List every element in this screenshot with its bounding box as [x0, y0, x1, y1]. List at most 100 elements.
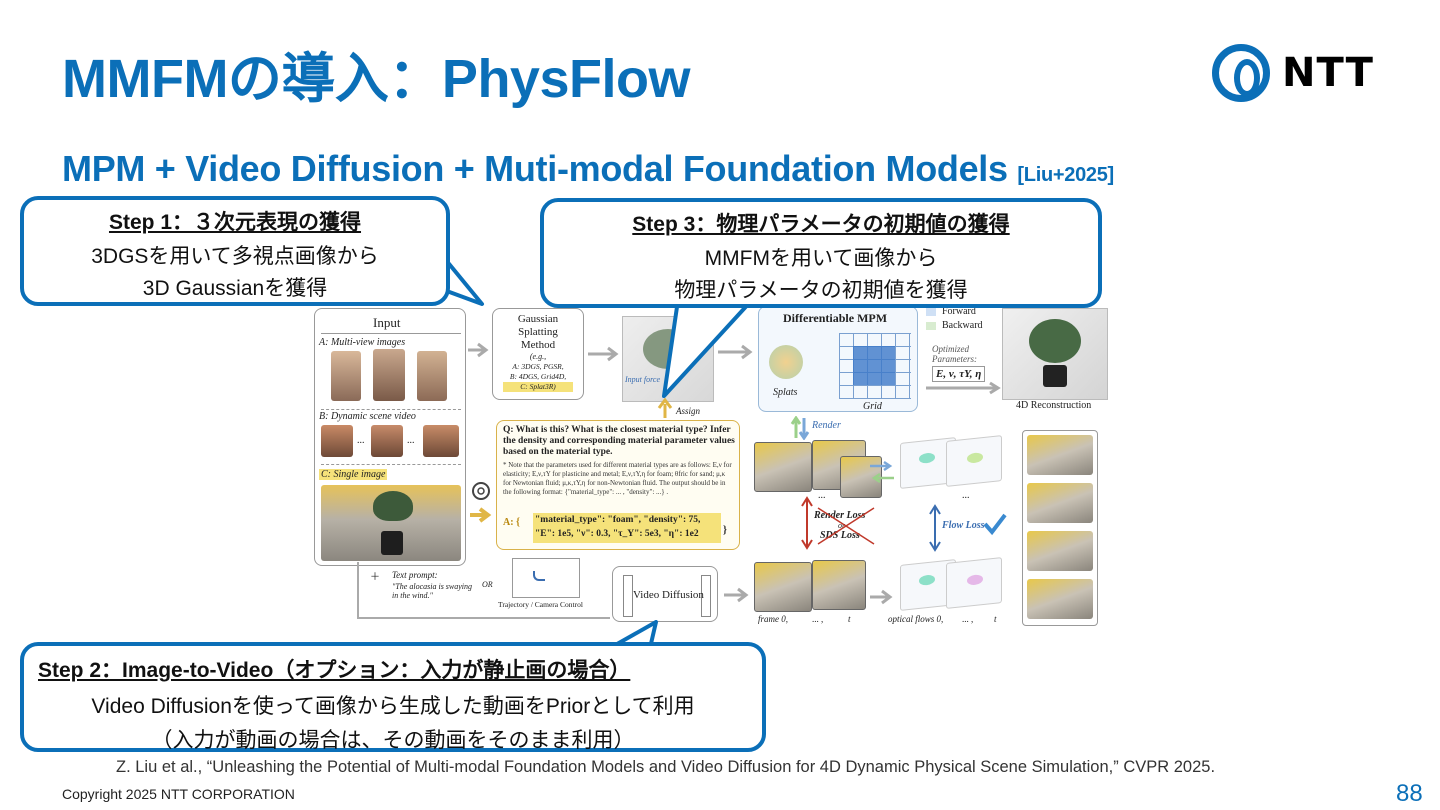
flow-loss-arrow [929, 504, 941, 552]
differentiable-mpm-box: Differentiable MPM Splats Grid [758, 306, 918, 412]
step3-callout-tail [662, 298, 754, 398]
loss-cross-icon [817, 507, 875, 545]
legend-forward: Forward [942, 306, 976, 317]
mmfm-model-icon [472, 482, 490, 500]
gs-option-a: A: 3DGS, PGSR, [512, 362, 564, 371]
flow-dots: ... , [962, 614, 974, 624]
slide-subtitle: MPM + Video Diffusion + Muti-modal Found… [62, 148, 1114, 190]
mmfm-question: Q: What is this? What is the closest mat… [503, 425, 735, 457]
multi-view-photo-2 [373, 349, 405, 401]
mmfm-qa-box: Q: What is this? What is the closest mat… [496, 420, 740, 550]
mpm-title: Differentiable MPM [783, 311, 888, 325]
physflow-figure: Input A: Multi-view images B: Dynamic sc… [312, 300, 1130, 630]
answer-line-1: "material_type": "foam", "density": 75, [535, 515, 701, 525]
text-prompt-label: Text prompt: [392, 570, 438, 580]
sds-loss-label: SDS Loss [820, 530, 860, 541]
render-arrows [790, 416, 810, 440]
step2-callout-tail [609, 620, 658, 650]
subtitle-reference: [Liu+2025] [1017, 164, 1114, 186]
video-dots-2: ... [407, 435, 415, 446]
video-diffusion-box: Video Diffusion [612, 566, 718, 622]
dynamic-video-label: B: Dynamic scene video [319, 411, 416, 422]
legend-backward: Backward [942, 320, 983, 331]
video-dots-1: ... [357, 435, 365, 446]
arrow-assign [657, 398, 673, 418]
step1-callout: Step 1：３次元表現の獲得 3DGSを用いて多視点画像から 3D Gauss… [20, 196, 450, 306]
input-panel: Input A: Multi-view images B: Dynamic sc… [314, 308, 466, 566]
vd-frame-1 [754, 562, 812, 612]
video-frame-1 [321, 425, 353, 457]
step2-line-2: （入力が動画の場合は、その動画をそのまま利用） [151, 729, 635, 752]
render-loss-arrow [801, 496, 813, 550]
subtitle-text: MPM + Video Diffusion + Muti-modal Found… [62, 148, 1008, 189]
step1-heading: Step 1：３次元表現の獲得 [108, 211, 362, 234]
assign-label: Assign [676, 406, 701, 416]
splats-label: Splats [773, 387, 798, 398]
video-frame-2 [371, 425, 403, 457]
arrow-input-to-gs [468, 342, 489, 358]
page-number: 88 [1396, 780, 1423, 807]
citation: Z. Liu et al., “Unleashing the Potential… [116, 758, 1216, 776]
trajectory-label: Trajectory / Camera Control [498, 600, 583, 609]
single-image-photo [321, 485, 461, 561]
flow-t: t [994, 614, 997, 624]
ntt-logo-text: NTT [1282, 50, 1374, 96]
copyright: Copyright 2025 NTT CORPORATION [62, 786, 295, 802]
answer-label: A: { [503, 517, 520, 528]
arrow-vd-to-frames [724, 587, 749, 603]
trajectory-box [512, 558, 580, 598]
vd-frame-2 [812, 560, 866, 610]
gs-title-2: Splatting [518, 326, 558, 338]
ntt-logo: NTT [1212, 44, 1374, 104]
step3-line-2: 物理パラメータの初期値を獲得 [674, 279, 968, 302]
arrow-gs-to-splats [588, 346, 619, 362]
render-label: Render [812, 420, 841, 431]
arrow-to-reconstruction [926, 381, 1001, 395]
output-frames-column [1022, 430, 1098, 626]
single-image-label: C: Single image [319, 469, 388, 480]
flow-arrows-top [870, 460, 894, 484]
gaussian-splatting-box: Gaussian Splatting Method (e.g., A: 3DGS… [492, 308, 584, 400]
input-force-label: Input force [625, 375, 661, 384]
optimized-params-label: Optimized Parameters: [932, 344, 977, 364]
flow-loss-label: Flow Loss [942, 520, 985, 531]
or-label: OR [482, 580, 493, 589]
mmfm-note: * Note that the parameters used for diff… [503, 461, 732, 496]
gs-option-c: C: Splat3R) [503, 382, 573, 392]
reconstruction-label: 4D Reconstruction [1016, 400, 1092, 411]
input-title: Input [373, 315, 401, 330]
step3-line-1: MMFMを用いて画像から [704, 247, 938, 270]
frame-label: frame 0, [758, 614, 788, 624]
flow-dots-top: ... [962, 490, 970, 501]
frame-dots: ... , [812, 614, 824, 624]
ntt-logo-icon [1212, 44, 1270, 102]
video-diffusion-label: Video Diffusion [633, 589, 704, 601]
gs-title-3: Method [520, 339, 556, 351]
prompt-text: "The alocasia is swaying in the wind." [392, 582, 473, 600]
gs-eg: (e.g., [529, 352, 547, 361]
step2-line-1: Video Diffusionを使って画像から生成した動画をPriorとして利用 [91, 695, 695, 718]
plus-icon: ＋ [370, 572, 380, 583]
answer-line-2: "E": 1e5, "ν": 0.3, "τ_Y": 5e3, "η": 1e2 [535, 529, 699, 539]
slide-title: MMFMの導入：PhysFlow [62, 49, 690, 109]
step2-callout: Step 2：Image-to-Video（オプション：入力が静止画の場合） V… [20, 642, 766, 752]
flow-label: optical flows 0, [888, 614, 944, 624]
arrow-frames-to-flows [870, 589, 893, 605]
render-loss-or: or [838, 521, 846, 530]
multi-view-label: A: Multi-view images [319, 337, 406, 348]
video-frame-3 [423, 425, 459, 457]
reconstruction-view [1002, 308, 1108, 400]
gs-title-1: Gaussian [517, 313, 559, 325]
gs-option-b: B: 4DGS, Grid4D, [509, 372, 567, 381]
rendered-dots: ... [818, 490, 826, 501]
flow-rendered-2 [946, 435, 1002, 487]
params-value: E, ν, τY, η [932, 366, 986, 382]
render-loss-label: Render Loss [814, 510, 866, 521]
multi-view-photo-3 [417, 351, 447, 401]
step3-heading: Step 3：物理パラメータの初期値の獲得 [632, 213, 1010, 236]
multi-view-photo-1 [331, 351, 361, 401]
checkmark-icon [983, 513, 1007, 536]
step2-heading: Step 2：Image-to-Video（オプション：入力が静止画の場合） [38, 659, 631, 682]
frame-t: t [848, 614, 851, 624]
mpm-grid [839, 333, 911, 399]
